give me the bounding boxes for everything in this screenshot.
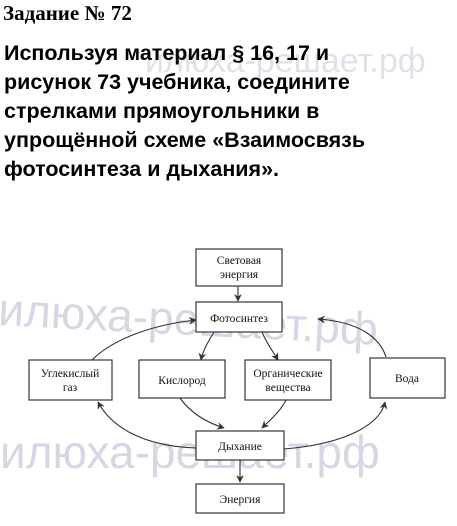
- arrow-co2-to-photosynthesis: [91, 316, 197, 361]
- diagram-arrows: [91, 286, 388, 483]
- arrow-respiration-to-water: [283, 401, 388, 450]
- task-title: Задание № 72: [3, 1, 132, 25]
- box-carbon-dioxide: Углекислый газ: [28, 359, 113, 401]
- question-text: Используя материал § 16, 17 и рисунок 73…: [4, 39, 454, 184]
- question-line: рисунок 73 учебника, соедините: [4, 70, 350, 94]
- box-respiration: Дыхание: [195, 430, 285, 461]
- box-energy: Энергия: [195, 483, 285, 514]
- arrow-organic-to-respiration: [261, 399, 287, 429]
- question-line: стрелками прямоугольники в: [4, 99, 320, 123]
- question-line: упрощённой схеме «Взаимосвязь: [4, 128, 366, 152]
- box-organic-matter-line2: вещества: [265, 382, 310, 394]
- question-line: фотосинтеза и дыхания».: [4, 157, 279, 181]
- box-oxygen: Кислород: [138, 359, 226, 399]
- arrow-photosynthesis-to-organic: [261, 331, 279, 361]
- box-carbon-dioxide-line2: газ: [63, 382, 78, 394]
- question-line: Используя материал § 16, 17 и: [4, 41, 330, 65]
- box-water: Вода: [369, 357, 446, 399]
- arrow-photosynthesis-to-oxygen: [198, 331, 215, 361]
- box-organic-matter: Органические вещества: [244, 359, 332, 401]
- arrow-respiration-to-co2: [97, 401, 197, 449]
- box-photosynthesis-label: Фотосинтез: [210, 313, 268, 325]
- arrow-oxygen-to-respiration: [179, 397, 225, 430]
- box-energy-label: Энергия: [220, 494, 261, 506]
- box-oxygen-label: Кислород: [158, 375, 206, 387]
- box-photosynthesis: Фотосинтез: [195, 301, 283, 333]
- box-organic-matter-line1: Органические: [253, 368, 322, 380]
- box-light-energy: Световая энергия: [195, 248, 283, 287]
- arrow-water-to-photosynthesis: [317, 315, 387, 358]
- box-light-energy-line1: Световая: [217, 255, 262, 267]
- box-water-label: Вода: [395, 373, 419, 385]
- box-respiration-label: Дыхание: [218, 441, 262, 453]
- box-carbon-dioxide-line1: Углекислый: [41, 368, 100, 380]
- box-light-energy-line2: энергия: [220, 269, 259, 281]
